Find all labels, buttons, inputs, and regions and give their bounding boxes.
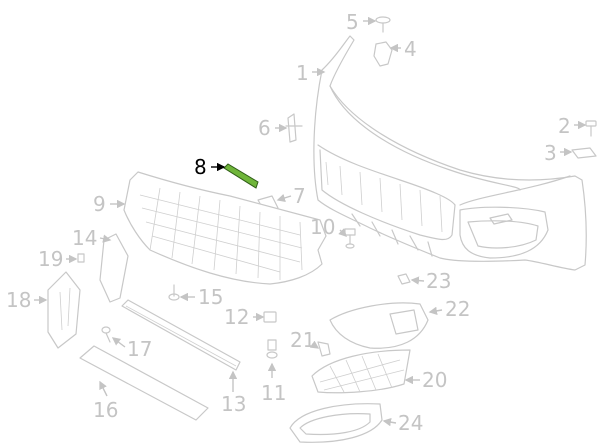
callout-8[interactable]: 8 — [194, 155, 207, 179]
leader-16 — [99, 380, 108, 397]
callout-1[interactable]: 1 — [296, 61, 309, 85]
callout-23[interactable]: 23 — [426, 269, 451, 293]
part-clip-21[interactable] — [317, 341, 331, 357]
callout-6[interactable]: 6 — [258, 116, 271, 140]
callout-5[interactable]: 5 — [346, 10, 359, 34]
part-screw-17[interactable] — [101, 326, 111, 343]
part-bracket-14[interactable] — [99, 233, 129, 303]
part-strip-16[interactable] — [79, 345, 209, 421]
callout-9[interactable]: 9 — [93, 192, 106, 216]
leader-23 — [410, 276, 425, 285]
callout-7[interactable]: 7 — [293, 184, 306, 208]
callout-15[interactable]: 15 — [198, 285, 223, 309]
callout-4[interactable]: 4 — [404, 37, 417, 61]
callout-21[interactable]: 21 — [290, 328, 315, 352]
leader-24 — [382, 418, 397, 427]
callout-12[interactable]: 12 — [224, 305, 249, 329]
part-strip-13[interactable] — [121, 299, 241, 371]
part-clip-3[interactable] — [571, 147, 597, 159]
leader-7 — [276, 193, 292, 202]
leader-lines — [34, 16, 587, 427]
leader-22 — [428, 306, 443, 315]
part-bracket-6[interactable] — [285, 113, 303, 143]
part-clip-23[interactable] — [397, 273, 411, 285]
part-clip-12[interactable] — [263, 311, 277, 323]
leader-17 — [111, 337, 126, 348]
part-grille-20[interactable] — [311, 349, 411, 394]
part-bolt-15[interactable] — [168, 284, 180, 301]
callout-18[interactable]: 18 — [6, 288, 31, 312]
part-bumper-cover[interactable] — [313, 35, 587, 271]
part-bolt-11[interactable] — [266, 339, 278, 359]
callout-2[interactable]: 2 — [558, 114, 571, 138]
part-screw-2[interactable] — [585, 120, 597, 137]
part-bracket-4[interactable] — [373, 41, 393, 67]
callout-16[interactable]: 16 — [93, 398, 118, 422]
part-bracket-22[interactable] — [329, 302, 429, 349]
callout-22[interactable]: 22 — [445, 297, 470, 321]
part-trim-8[interactable] — [223, 163, 259, 189]
callout-3[interactable]: 3 — [544, 141, 557, 165]
callout-labels: 1 2 3 4 5 6 7 8 9 10 11 12 13 14 15 16 1… — [6, 10, 571, 435]
part-trim-24[interactable] — [289, 403, 383, 443]
leader-10 — [338, 228, 347, 237]
callout-19[interactable]: 19 — [38, 247, 63, 271]
part-undertray-9[interactable] — [123, 171, 327, 285]
part-sidetrim-18[interactable] — [47, 271, 81, 349]
callout-14[interactable]: 14 — [72, 226, 97, 250]
callout-20[interactable]: 20 — [422, 368, 447, 392]
part-clip-19[interactable] — [77, 253, 85, 263]
leader-21 — [309, 340, 320, 349]
callout-17[interactable]: 17 — [127, 337, 152, 361]
part-bolt-10[interactable] — [344, 228, 356, 249]
callout-24[interactable]: 24 — [398, 411, 423, 435]
leader-14 — [99, 234, 112, 243]
callout-13[interactable]: 13 — [221, 392, 246, 416]
part-pushpin-5[interactable] — [375, 16, 391, 33]
callout-10[interactable]: 10 — [310, 215, 335, 239]
callout-11[interactable]: 11 — [261, 381, 286, 405]
